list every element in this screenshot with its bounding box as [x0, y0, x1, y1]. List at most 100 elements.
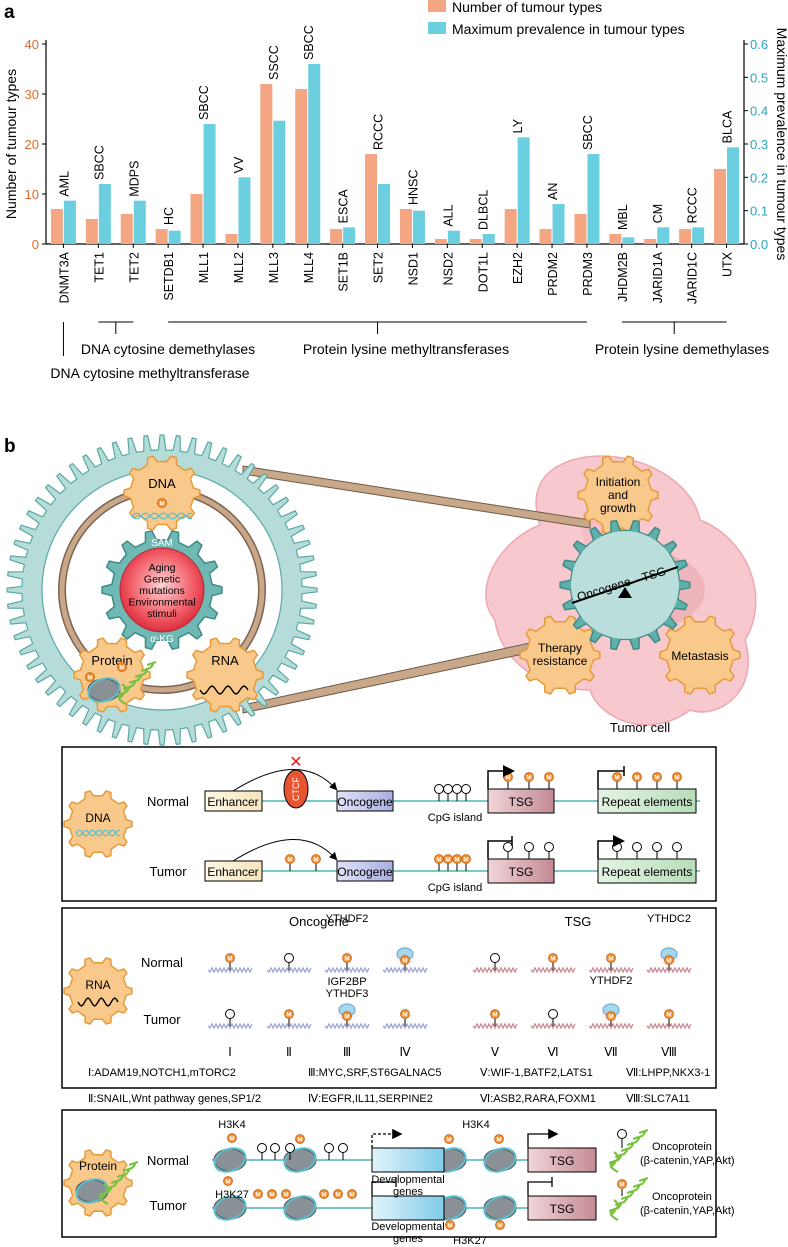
row-label: Normal: [141, 955, 183, 970]
methyl-circle: [284, 1009, 294, 1019]
right-tick-label: 0.1: [750, 204, 768, 219]
row-label: Tumor: [149, 864, 187, 879]
unmethylated-site-icon: [503, 842, 513, 852]
bar-tumour-label: ESCA: [337, 189, 351, 224]
bar-maximum-prevalence: [273, 120, 286, 244]
bar-tumour-label: AN: [546, 183, 560, 200]
methyl-letter: M: [159, 500, 164, 507]
methyl-letter: M: [546, 774, 551, 781]
methyl-letter: M: [454, 856, 459, 863]
row-label: Normal: [147, 794, 189, 809]
left-tick-label: 30: [25, 87, 39, 102]
methyl-circle: [494, 1134, 504, 1144]
x-tick-label: MLL1: [197, 252, 211, 283]
akg-label: α-KG: [150, 634, 174, 645]
transcription-weak-arrow-icon: [371, 1128, 403, 1148]
methyl-mark-icon: M: [157, 498, 167, 508]
methyl-letter: M: [614, 774, 619, 781]
methyl-letter: M: [286, 1011, 291, 1018]
bar-maximum-prevalence: [63, 200, 76, 244]
bar-number-of-tumour-types: [399, 209, 412, 244]
h3k4-label: H3K4: [462, 1119, 490, 1131]
bar-number-of-tumour-types: [260, 84, 273, 244]
bar-maximum-prevalence: [343, 227, 356, 244]
methyl-mark-icon: M: [281, 1189, 291, 1199]
oncogene-box: [336, 790, 394, 812]
oncoprotein-coil-icon: [117, 683, 128, 705]
row-label: Tumor: [149, 1198, 187, 1213]
bar-tumour-label: MDPS: [127, 161, 141, 197]
methyl-mark-icon: M: [443, 854, 453, 864]
gene-group-numeral: Ⅰ: [228, 1045, 232, 1059]
cause-label: Aging: [149, 562, 176, 574]
gene-group-legend: Ⅲ:MYC,SRF,ST6GALNAC5: [308, 1067, 442, 1079]
unmethylated-site-icon: [338, 1143, 348, 1153]
methyl-mark-icon: M: [85, 672, 95, 682]
bar-maximum-prevalence: [727, 147, 740, 244]
bar-maximum-prevalence: [657, 227, 670, 244]
methyl-circle: [267, 1189, 277, 1199]
bar-maximum-prevalence: [378, 184, 391, 244]
right-tick-label: 0.5: [750, 70, 768, 85]
gene-group-numeral: Ⅲ: [343, 1045, 351, 1059]
sam-label: SAM: [151, 538, 173, 549]
unmethylated-site-icon: [434, 784, 444, 794]
bar-maximum-prevalence: [308, 64, 321, 244]
methyl-mark-icon: M: [400, 1009, 410, 1019]
methyl-mark-icon: M: [342, 1011, 352, 1021]
rna-strand-icon: [530, 1022, 576, 1030]
methyl-circle: [223, 1176, 233, 1186]
tsg-label: TSG: [509, 795, 534, 809]
methyl-letter: M: [225, 1178, 230, 1185]
bar-tumour-label: CM: [651, 204, 665, 223]
bar-tumour-label: RCCC: [686, 187, 700, 223]
initiation-label: and: [608, 488, 628, 502]
bar-number-of-tumour-types: [85, 219, 98, 244]
legend-swatch-cyan: [428, 22, 446, 34]
methyl-circle: [227, 1133, 237, 1143]
blocked-x-icon: ✕: [289, 754, 302, 771]
left-tick-label: 10: [25, 187, 39, 202]
nucleosome-icon: [87, 677, 121, 703]
methyl-mark-icon: M: [400, 955, 410, 965]
bar-tumour-label: BLCA: [721, 110, 735, 143]
bar-number-of-tumour-types: [434, 239, 447, 244]
methyl-letter: M: [447, 1222, 452, 1229]
rna-strand-icon: [530, 966, 576, 974]
methyl-letter: M: [229, 1135, 234, 1142]
methyl-mark-icon: M: [319, 1189, 329, 1199]
rna-strand-icon: [588, 1022, 634, 1030]
left-tick-label: 0: [32, 237, 39, 252]
repeat-box: [597, 858, 697, 884]
methyl-mark-icon: M: [452, 854, 462, 864]
methyl-letter: M: [335, 1191, 340, 1198]
bar-number-of-tumour-types: [539, 229, 552, 244]
rna-box-gear-label: RNA: [85, 978, 110, 992]
cause-label: Environmental: [128, 597, 195, 609]
x-tick-label: UTX: [721, 251, 735, 277]
transcription-active-arrow-icon: [487, 765, 515, 789]
enhancer-label: Enhancer: [207, 865, 258, 879]
bar-tumour-label: SBCC: [581, 115, 595, 150]
unmethylated-site-icon: [544, 842, 554, 852]
methyl-letter: M: [255, 1191, 260, 1198]
bar-tumour-label: DLBCL: [476, 190, 490, 230]
unmethylated-site-icon: [225, 1009, 235, 1019]
rna-strand-icon: [382, 1022, 428, 1030]
methyl-letter: M: [654, 774, 659, 781]
rna-strand-icon: [646, 966, 692, 974]
x-tick-label: TET2: [127, 252, 141, 283]
dna-helix-icon: [75, 829, 120, 837]
group-label: DNA cytosine methyltransferase: [50, 365, 249, 381]
gene-group-legend: Ⅰ:ADAM19,NOTCH1,mTORC2: [88, 1067, 236, 1079]
nucleosome-core: [75, 1179, 109, 1203]
methyl-letter: M: [496, 1136, 501, 1143]
unmethylated-site-icon: [257, 1143, 267, 1153]
unmethylated-site-icon: [490, 953, 500, 963]
protein-box-gear-label: Protein: [79, 1159, 117, 1173]
rna-strand-icon: [207, 1022, 253, 1030]
unmethylated-site-icon: [285, 1143, 295, 1153]
nucleosome-icon: [483, 1147, 517, 1173]
unmethylated-site-icon: [617, 1129, 627, 1139]
